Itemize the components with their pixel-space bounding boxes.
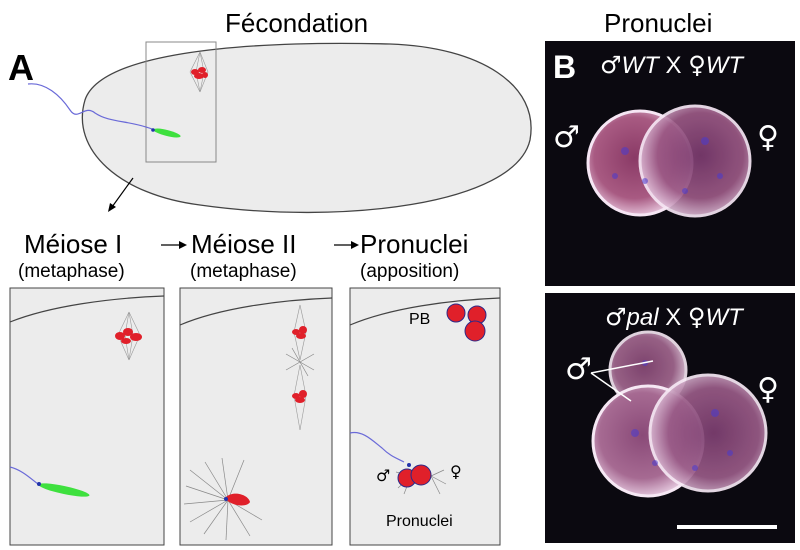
bottom-cross-label: ♂pal X ♀WT <box>605 305 743 330</box>
chromosomes-icon <box>292 326 307 403</box>
top-male-symbol: ♂ <box>600 51 622 79</box>
top-cross: X <box>665 52 682 79</box>
male-symbol-label: ♂ <box>376 466 391 485</box>
stage-1-name: Méiose I <box>24 229 123 259</box>
polar-body-icon <box>446 303 487 342</box>
top-cross-label: ♂WT X ♀WT <box>600 53 743 78</box>
bottom-female-genotype: WT <box>705 304 743 331</box>
stage-3-sub: (apposition) <box>360 261 460 282</box>
bottom-male-genotype: pal <box>626 304 659 331</box>
sperm-head-icon <box>38 483 90 497</box>
bottom-female-symbol: ♀ <box>687 303 706 331</box>
panel-a-letter: A <box>8 47 34 88</box>
female-pronucleus-icon <box>638 104 752 218</box>
top-female-symbol: ♀ <box>688 51 706 79</box>
female-pronucleus-icon <box>648 373 768 493</box>
pronuclei-label: Pronuclei <box>386 513 453 530</box>
sperm-tail <box>27 83 153 130</box>
stage-arrow-icon <box>351 241 359 249</box>
chromosomes-icon <box>115 328 142 344</box>
sperm-aster-icon <box>183 457 263 541</box>
top-left-male-symbol: ♂ <box>553 120 580 155</box>
arrow-down-icon <box>108 203 116 212</box>
micrograph-wt: B ♂WT X ♀WT ♂ ♀ <box>545 41 795 286</box>
bottom-right-female-symbol: ♀ <box>757 372 779 407</box>
panel-b-title: Pronuclei <box>604 8 713 38</box>
meiosis-i-box <box>9 287 165 546</box>
meiosis-ii-box <box>179 287 333 546</box>
sperm-head-icon <box>153 128 181 138</box>
top-right-female-symbol: ♀ <box>757 120 779 155</box>
pb-label: PB <box>409 311 431 328</box>
fecondation-title: Fécondation <box>225 8 369 38</box>
top-male-genotype: WT <box>621 52 659 79</box>
male-pronucleus-icon <box>225 493 250 506</box>
stage-3-name: Pronuclei <box>360 229 469 259</box>
scale-bar <box>677 525 777 529</box>
stage-2-name: Méiose II <box>191 229 297 259</box>
pronuclei-pair-icon <box>397 464 432 488</box>
panel-b-letter: B <box>553 49 577 85</box>
top-female-genotype: WT <box>705 52 744 79</box>
bottom-left-male-symbol: ♂ <box>565 352 592 387</box>
bottom-cross: X <box>665 304 682 331</box>
bottom-male-symbol: ♂ <box>605 303 627 331</box>
female-symbol-label: ♀ <box>450 462 462 481</box>
stage-2-sub: (metaphase) <box>190 261 297 282</box>
zoom-box <box>145 41 217 163</box>
micrograph-pal: ♂pal X ♀WT ♂ ♀ <box>545 293 795 543</box>
embryo-outline <box>81 42 532 214</box>
chromosomes-icon <box>191 67 208 79</box>
stage-arrow-icon <box>179 241 187 249</box>
stage-1-sub: (metaphase) <box>18 261 125 282</box>
